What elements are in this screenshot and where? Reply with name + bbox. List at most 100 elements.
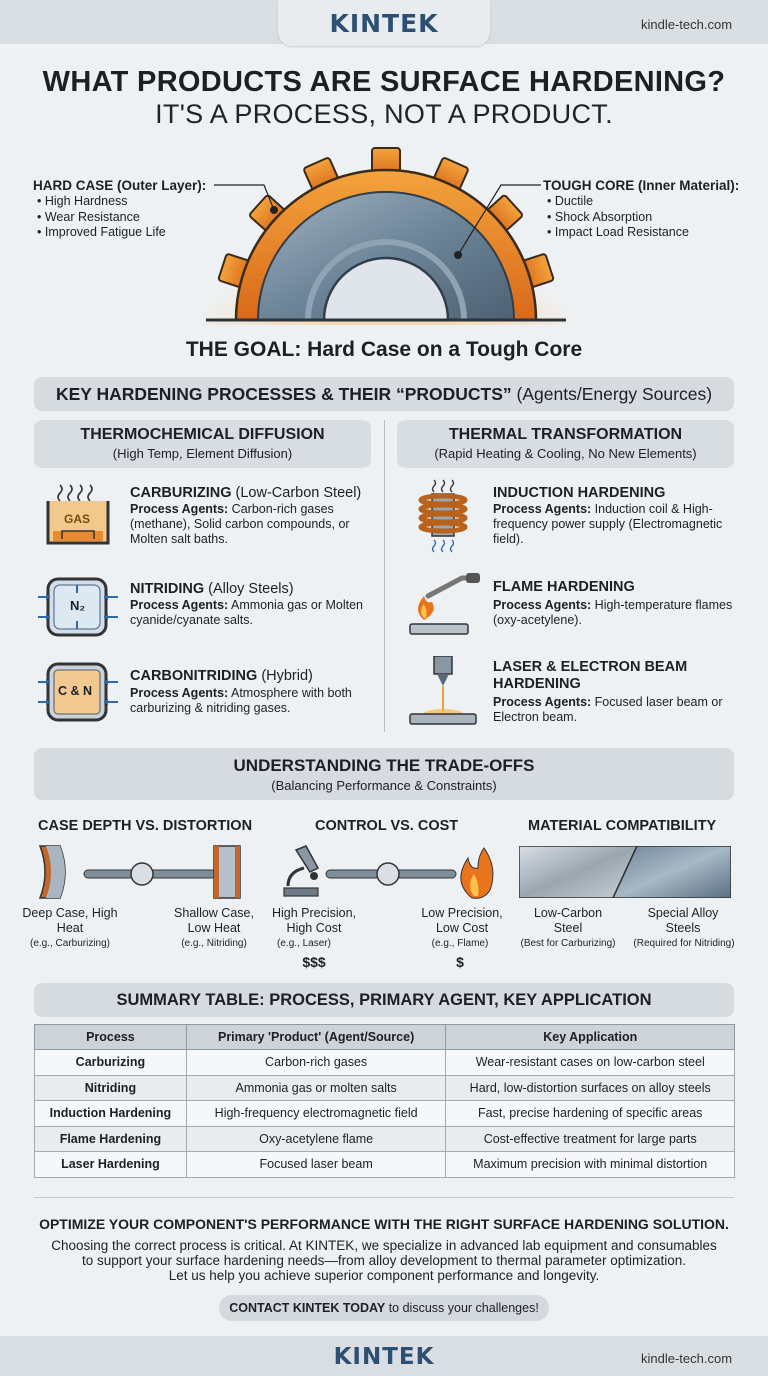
alloy-steel-label: Special Alloy Steels [647,906,719,935]
low-carbon-steel-label: Low-Carbon Steel [533,906,603,935]
goal-heading: THE GOAL: Hard Case on a Tough Core [185,338,583,361]
deep-case-example: (e.g., Carburizing) [29,938,111,949]
carbonitriding-name: CARBONITRIDING (Hybrid) [130,668,313,684]
hard-case-list: High Hardness Wear Resistance Improved F… [37,194,166,241]
table-cell: Fast, precise hardening of specific area… [445,1100,735,1127]
high-precision-example: (e.g., Laser) [277,938,331,949]
material-compat-graphic [519,846,731,898]
table-cell: Wear-resistant cases on low-carbon steel [445,1049,735,1076]
induction-name: INDUCTION HARDENING [493,485,666,501]
tradeoffs-band: UNDERSTANDING THE TRADE-OFFS (Balancing … [34,748,734,800]
flame-torch-icon [409,573,480,635]
carburizing-name: CARBURIZING (Low-Carbon Steel) [130,485,362,501]
table-header-row: Process Primary 'Product' (Agent/Source)… [34,1024,735,1050]
nitriding-name: NITRIDING (Alloy Steels) [130,581,294,597]
thermal-subtitle: (Rapid Heating & Cooling, No New Element… [434,446,697,461]
flame-name: FLAME HARDENING [493,579,635,595]
site-url[interactable]: kindle-tech.com [641,17,733,32]
table-cell: Focused laser beam [185,1151,447,1178]
case-depth-slider [38,845,241,899]
thermochemical-band: THERMOCHEMICAL DIFFUSION (High Temp, Ele… [34,420,371,468]
laser-beam-icon [409,656,477,725]
thermochemical-title: THERMOCHEMICAL DIFFUSION [80,426,325,443]
list-item: Ductile [547,194,689,210]
section-divider [34,1197,734,1198]
cta-line-3: Let us help you achieve superior compone… [168,1268,600,1283]
table-cell: Laser Hardening [34,1151,187,1178]
high-cost-symbol: $$$ [302,954,326,970]
shallow-case-label: Shallow Case, Low Heat [174,906,254,935]
footer-bar [0,1336,768,1376]
contact-button[interactable]: CONTACT KINTEK TODAY to discuss your cha… [219,1295,549,1321]
cta-headline: OPTIMIZE YOUR COMPONENT'S PERFORMANCE WI… [39,1216,729,1232]
key-processes-band: KEY HARDENING PROCESSES & THEIR “PRODUCT… [34,377,734,411]
footer-logo[interactable]: KINTEK [333,1344,435,1370]
low-cost-symbol: $ [456,954,464,970]
flame-desc: Process Agents: High-temperature flames … [493,598,733,627]
page-title: WHAT PRODUCTS ARE SURFACE HARDENING? [42,66,726,98]
table-cell: Carburizing [34,1049,187,1076]
logo-tab: KINTEK [278,0,490,46]
table-cell: High-frequency electromagnetic field [185,1100,447,1127]
table-cell: Oxy-acetylene flame [185,1125,447,1152]
carburizing-icon-label: GAS [64,512,91,526]
list-item: Improved Fatigue Life [37,225,166,241]
table-cell: Ammonia gas or molten salts [185,1074,447,1101]
gear-illustration [201,140,571,325]
table-row: Carburizing Carbon-rich gases Wear-resis… [34,1049,735,1076]
column-divider [384,420,385,732]
cta-line-1: Choosing the correct process is critical… [51,1238,717,1253]
material-compat-title: MATERIAL COMPATIBILITY [528,818,717,834]
induction-coil-icon [418,479,468,553]
table-header: Primary 'Product' (Agent/Source) [185,1024,447,1050]
deep-case-label: Deep Case, High Heat [22,906,118,935]
list-item: Impact Load Resistance [547,225,689,241]
summary-table: Process Primary 'Product' (Agent/Source)… [34,1024,735,1178]
table-row: Induction Hardening High-frequency elect… [34,1100,735,1127]
thermochemical-subtitle: (High Temp, Element Diffusion) [112,446,293,461]
carbonitriding-icon-label: C & N [58,684,93,698]
tough-core-list: Ductile Shock Absorption Impact Load Res… [547,194,689,241]
cta-line-2: to support your surface hardening needs—… [81,1253,687,1268]
thermal-band: THERMAL TRANSFORMATION (Rapid Heating & … [397,420,734,468]
table-cell: Carbon-rich gases [185,1049,447,1076]
footer-url[interactable]: kindle-tech.com [641,1351,733,1366]
table-header: Process [34,1024,187,1050]
carburizing-icon [46,484,110,545]
table-cell: Flame Hardening [34,1125,187,1152]
list-item: Wear Resistance [37,210,166,226]
nitriding-icon [38,577,118,637]
low-precision-example: (e.g., Flame) [431,938,489,949]
table-row: Flame Hardening Oxy-acetylene flame Cost… [34,1125,735,1152]
page-subtitle: IT'S A PROCESS, NOT A PRODUCT. [155,99,613,129]
low-precision-label: Low Precision, Low Cost [421,906,503,935]
table-row: Nitriding Ammonia gas or molten salts Ha… [34,1074,735,1101]
tradeoffs-title: UNDERSTANDING THE TRADE-OFFS [233,756,535,775]
tough-core-title: TOUGH CORE (Inner Material): [543,178,740,193]
list-item: High Hardness [37,194,166,210]
brand-logo[interactable]: KINTEK [329,9,439,38]
table-cell: Induction Hardening [34,1100,187,1127]
list-item: Shock Absorption [547,210,689,226]
tradeoffs-subtitle: (Balancing Performance & Constraints) [271,778,497,793]
thermal-title: THERMAL TRANSFORMATION [448,426,683,443]
carburizing-desc: Process Agents: Carbon-rich gases (metha… [130,502,350,546]
key-processes-title: KEY HARDENING PROCESSES & THEIR “PRODUCT… [55,384,713,404]
table-cell: Nitriding [34,1074,187,1101]
table-row: Laser Hardening Focused laser beam Maxim… [34,1151,735,1178]
nitriding-icon-label: N₂ [70,598,86,613]
induction-desc: Process Agents: Induction coil & High-fr… [493,502,723,546]
laser-desc: Process Agents: Focused laser beam or El… [493,695,723,724]
shallow-case-example: (e.g., Nitriding) [181,938,247,949]
table-cell: Cost-effective treatment for large parts [445,1125,735,1152]
control-cost-slider [283,845,494,899]
nitriding-desc: Process Agents: Ammonia gas or Molten cy… [130,598,363,627]
control-cost-title: CONTROL VS. COST [315,818,459,834]
carbonitriding-icon [38,662,118,722]
table-header: Key Application [445,1024,735,1050]
low-carbon-steel-note: (Best for Carburizing) [520,938,616,949]
case-depth-title: CASE DEPTH VS. DISTORTION [38,818,253,834]
table-cell: Hard, low-distortion surfaces on alloy s… [445,1074,735,1101]
alloy-steel-note: (Required for Nitriding) [633,938,735,949]
